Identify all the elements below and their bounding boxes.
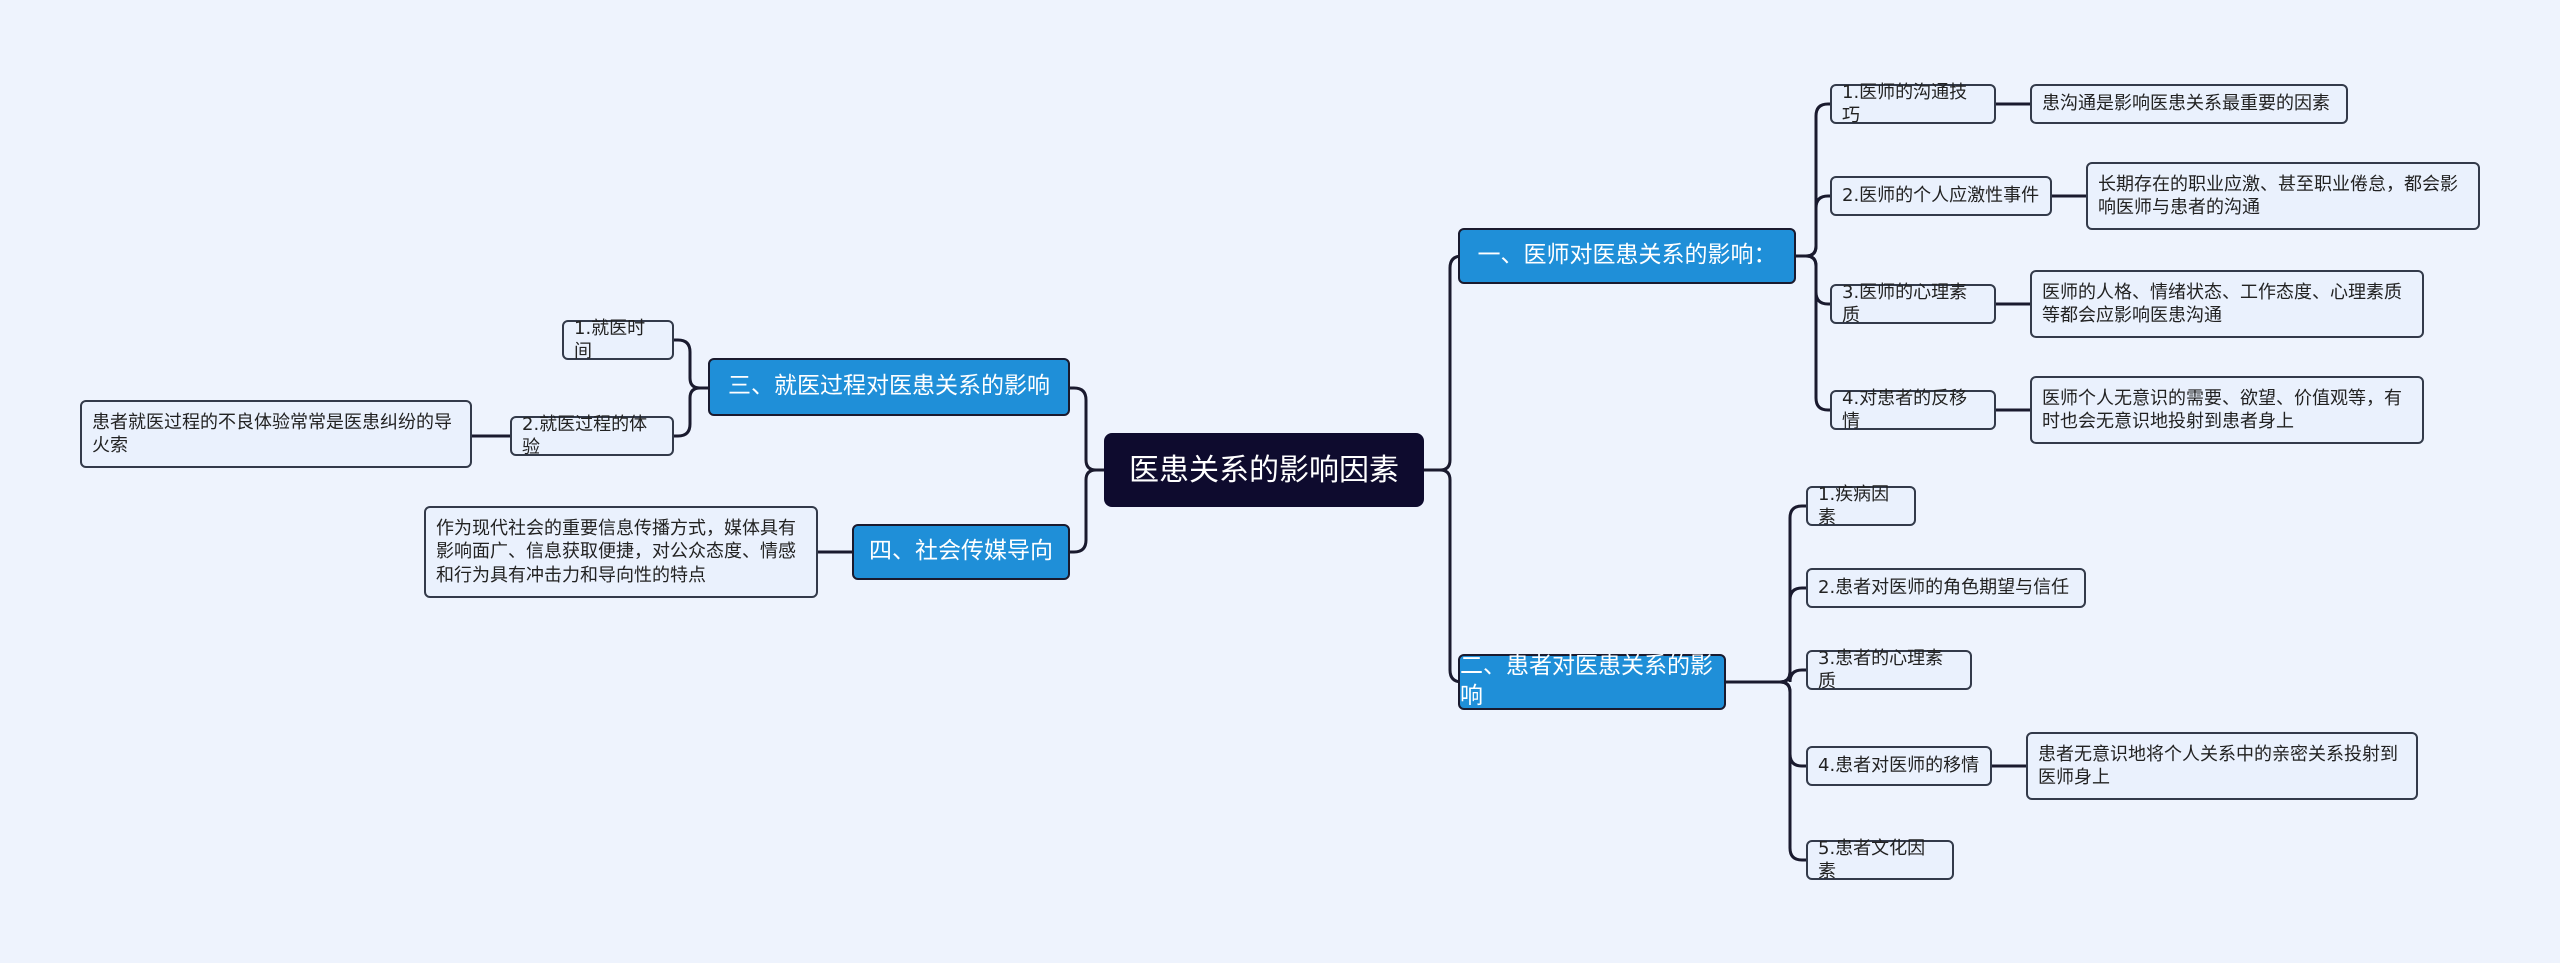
branch2-item-transference[interactable]: 4.患者对医师的移情 (1806, 746, 1992, 786)
branch1-item-stress-events-note[interactable]: 长期存在的职业应激、甚至职业倦怠，都会影响医师与患者的沟通 (2086, 162, 2480, 230)
branch-patient-influence[interactable]: 二、患者对医患关系的影响 (1458, 653, 1726, 710)
branch1-item-communication[interactable]: 1.医师的沟通技巧 (1830, 82, 1996, 126)
branch4-media-note[interactable]: 作为现代社会的重要信息传播方式，媒体具有影响面广、信息获取便捷，对公众态度、情感… (424, 506, 818, 598)
branch1-item-countertransference-note[interactable]: 医师个人无意识的需要、欲望、价值观等，有时也会无意识地投射到患者身上 (2030, 376, 2424, 444)
root-topic[interactable]: 医患关系的影响因素 (1104, 433, 1424, 507)
branch-doctor-influence[interactable]: 一、医师对医患关系的影响： (1458, 228, 1796, 284)
branch2-item-culture[interactable]: 5.患者文化因素 (1806, 838, 1954, 882)
branch3-item-visit-time[interactable]: 1.就医时间 (562, 318, 674, 362)
branch3-item-visit-experience[interactable]: 2.就医过程的体验 (510, 414, 674, 458)
branch2-item-role-expectation[interactable]: 2.患者对医师的角色期望与信任 (1806, 568, 2086, 608)
branch2-item-patient-psych[interactable]: 3.患者的心理素质 (1806, 648, 1972, 692)
branch1-item-countertransference[interactable]: 4.对患者的反移情 (1830, 388, 1996, 432)
branch1-item-psych-quality-note[interactable]: 医师的人格、情绪状态、工作态度、心理素质等都会应影响医患沟通 (2030, 270, 2424, 338)
branch-visit-process[interactable]: 三、就医过程对医患关系的影响 (708, 358, 1070, 416)
branch2-item-disease[interactable]: 1.疾病因素 (1806, 484, 1916, 528)
branch-social-media[interactable]: 四、社会传媒导向 (852, 524, 1070, 580)
branch3-item-visit-experience-note[interactable]: 患者就医过程的不良体验常常是医患纠纷的导火索 (80, 400, 472, 468)
branch2-item-transference-note[interactable]: 患者无意识地将个人关系中的亲密关系投射到医师身上 (2026, 732, 2418, 800)
branch1-item-stress-events[interactable]: 2.医师的个人应激性事件 (1830, 176, 2052, 216)
branch1-item-communication-note[interactable]: 患沟通是影响医患关系最重要的因素 (2030, 84, 2348, 124)
branch1-item-psych-quality[interactable]: 3.医师的心理素质 (1830, 282, 1996, 326)
